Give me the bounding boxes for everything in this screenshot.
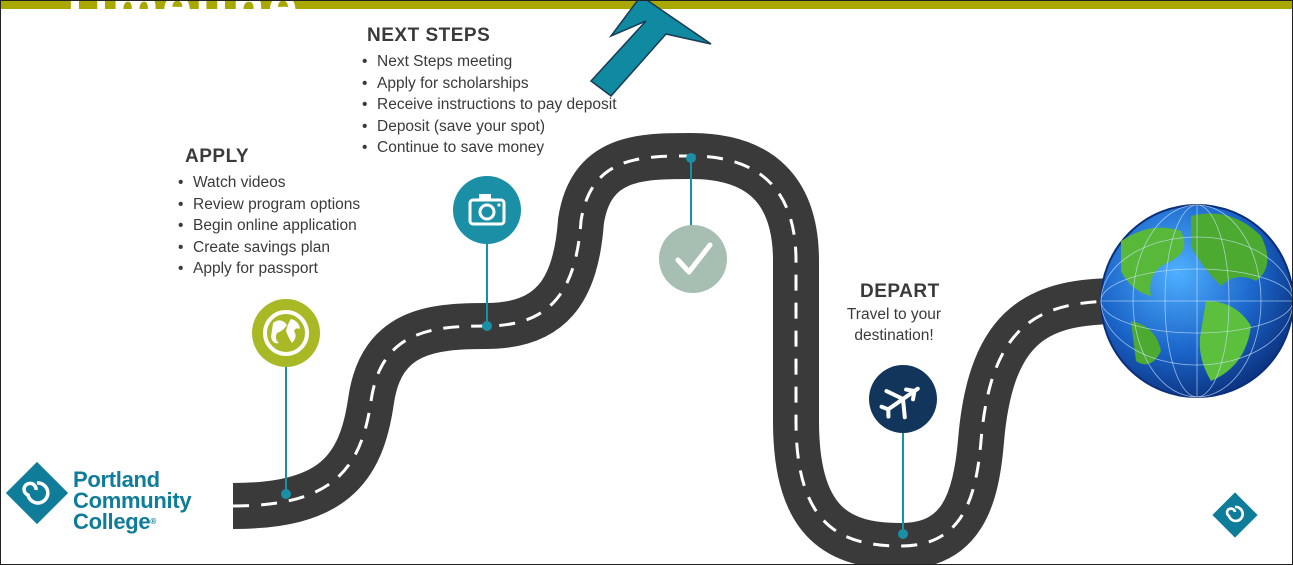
earth-globe-icon bbox=[1100, 204, 1292, 398]
depart-subtitle-line1: Travel to your bbox=[846, 306, 942, 323]
logo-line-2: Community bbox=[73, 488, 192, 513]
globe-icon bbox=[263, 310, 309, 356]
apply-title: APPLY bbox=[185, 146, 250, 167]
camera-marker bbox=[453, 176, 521, 331]
logo-line-1: Portland bbox=[73, 467, 160, 492]
next-steps-list: Next Steps meeting Apply for scholarship… bbox=[359, 51, 617, 159]
airplane-marker bbox=[869, 365, 937, 539]
slide-title: Timeline bbox=[59, 0, 302, 36]
list-item: Deposit (save your spot) bbox=[362, 116, 617, 138]
list-item: Apply for passport bbox=[178, 258, 360, 280]
check-icon bbox=[675, 242, 713, 275]
list-item: Apply for scholarships bbox=[362, 73, 617, 95]
list-item: Begin online application bbox=[178, 215, 360, 237]
depart-title: DEPART bbox=[860, 281, 940, 302]
check-marker bbox=[659, 153, 727, 293]
road bbox=[232, 132, 1122, 564]
pcc-corner-icon bbox=[1212, 492, 1258, 538]
depart-subtitle: Travel to your destination! bbox=[819, 304, 969, 346]
pcc-logo-icon bbox=[5, 461, 69, 525]
list-item: Create savings plan bbox=[178, 237, 360, 259]
depart-subtitle-line2: destination! bbox=[854, 327, 934, 344]
apply-marker bbox=[252, 299, 320, 499]
logo-registered-mark: ® bbox=[150, 517, 156, 526]
list-item: Receive instructions to pay deposit bbox=[362, 94, 617, 116]
airplane-icon bbox=[879, 386, 920, 420]
list-item: Next Steps meeting bbox=[362, 51, 617, 73]
list-item: Watch videos bbox=[178, 172, 360, 194]
logo-line-3: College® bbox=[73, 509, 191, 534]
camera-icon bbox=[468, 194, 506, 226]
apply-list: Watch videos Review program options Begi… bbox=[175, 172, 360, 280]
pcc-logo-text: Portland Community College® bbox=[73, 467, 192, 534]
list-item: Continue to save money bbox=[362, 137, 617, 159]
logo-line-3-text: College bbox=[73, 509, 151, 534]
next-steps-title: NEXT STEPS bbox=[367, 25, 491, 46]
list-item: Review program options bbox=[178, 194, 360, 216]
